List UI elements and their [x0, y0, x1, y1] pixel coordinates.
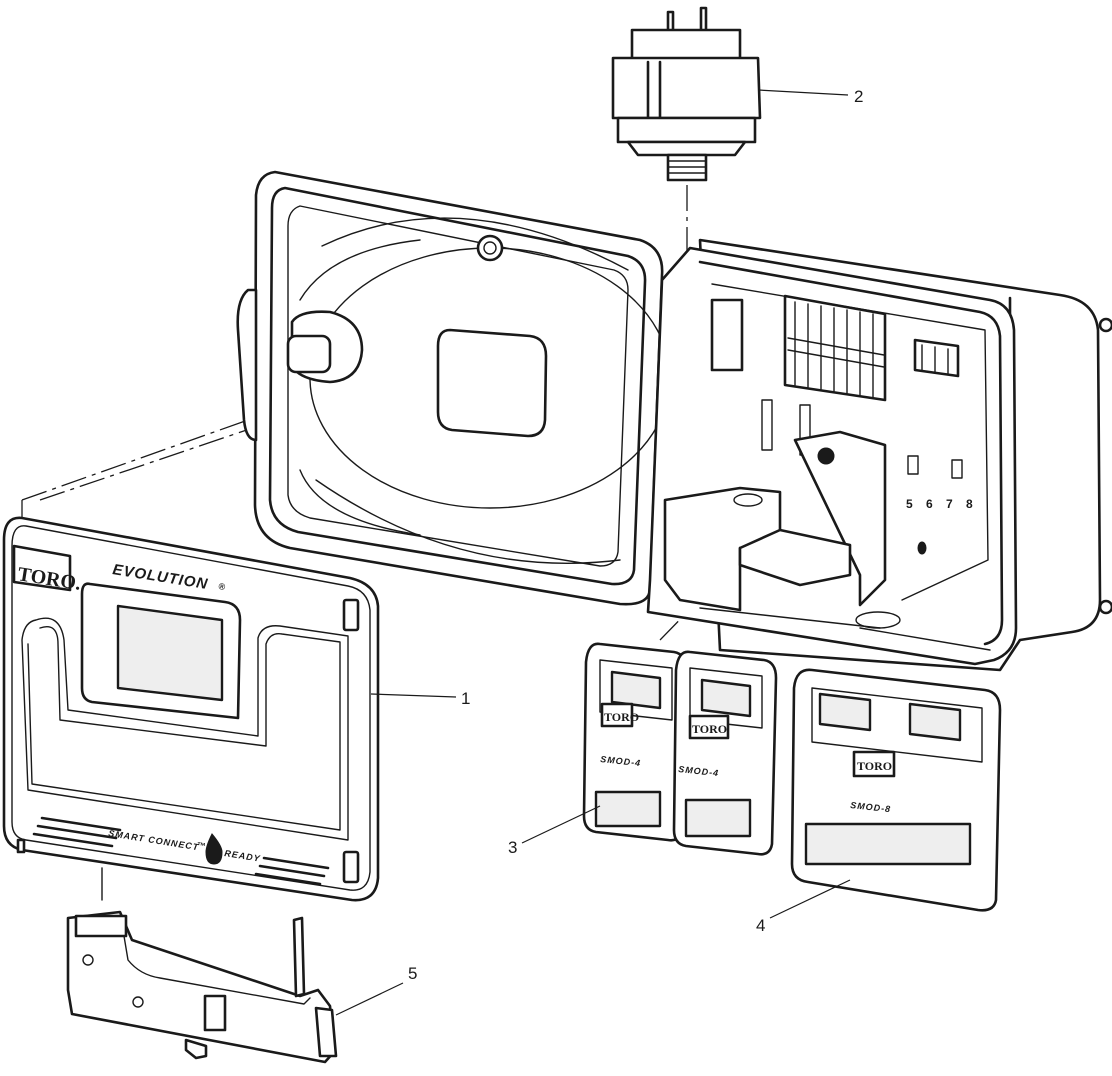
mounting-bracket [663, 430, 887, 629]
callout-3: 3 [508, 838, 517, 857]
smart-connect-adapter [66, 867, 338, 1064]
station-module-2: TORO SMOD-4 [672, 650, 778, 856]
callouts: 2 1 3 4 5 [335, 87, 863, 1016]
display-screen [116, 604, 224, 702]
front-panel: TORO. EVOLUTION ® SMART CONNECT ™ READY [2, 516, 380, 902]
enclosure-body: 5 6 7 8 [646, 238, 1112, 672]
terminal-strip [783, 294, 887, 402]
station-numbers: 5 6 7 8 [906, 497, 978, 511]
transformer [611, 6, 762, 182]
callout-2: 2 [854, 87, 863, 106]
module-3-brand: TORO [857, 759, 892, 773]
module-2-brand: TORO [692, 722, 727, 736]
enclosure-door [236, 170, 671, 606]
antenna [292, 916, 306, 998]
station-module-1: TORO SMOD-4 [582, 642, 688, 842]
callout-4: 4 [756, 916, 765, 935]
water-drop-icon [205, 833, 223, 865]
module-1-label: SMOD-4 [600, 754, 642, 768]
callout-5: 5 [408, 964, 417, 983]
module-3-label: SMOD-8 [850, 800, 892, 814]
callout-1: 1 [461, 689, 470, 708]
module-1-brand: TORO [604, 710, 639, 724]
station-module-3: TORO SMOD-8 [790, 668, 1002, 912]
panel-product-mark: ® [218, 581, 227, 592]
vent-slots [32, 816, 330, 886]
module-2-label: SMOD-4 [678, 764, 720, 778]
panel-footer-mark: ™ [196, 840, 207, 851]
